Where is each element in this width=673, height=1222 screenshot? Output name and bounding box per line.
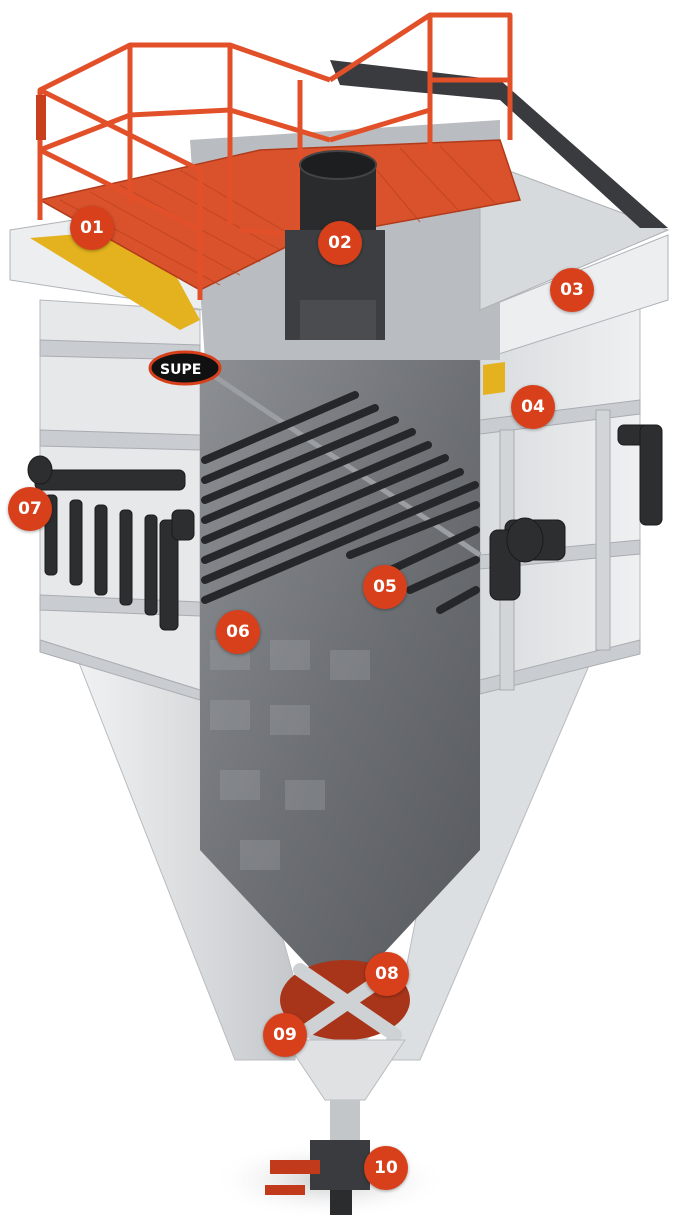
marker-01: 01 xyxy=(70,206,114,250)
marker-02: 02 xyxy=(318,221,362,265)
outlet-manifold-left xyxy=(27,455,195,631)
lamella-pipes xyxy=(201,391,480,614)
marker-05: 05 xyxy=(363,565,407,609)
inner-cutaway-wall xyxy=(200,360,480,1000)
outlet-neck xyxy=(330,1100,360,1145)
brand-text: SUPE xyxy=(160,362,201,378)
top-rim-dark xyxy=(330,60,668,228)
marker-03: 03 xyxy=(550,268,594,312)
marker-07: 07 xyxy=(8,487,52,531)
inner-wall-reflections xyxy=(210,640,370,870)
marker-10: 10 xyxy=(364,1146,408,1190)
tank-ribs-left xyxy=(39,339,201,701)
marker-09: 09 xyxy=(263,1013,307,1057)
lower-cone xyxy=(284,1039,406,1101)
railing-gate-latch xyxy=(36,95,46,140)
brand-plate: SUPE xyxy=(148,350,222,386)
marker-04: 04 xyxy=(511,385,555,429)
marker-06: 06 xyxy=(216,610,260,654)
discharge-valve xyxy=(265,1140,370,1215)
inlet-pipe-right xyxy=(489,424,663,601)
marker-08: 08 xyxy=(365,952,409,996)
